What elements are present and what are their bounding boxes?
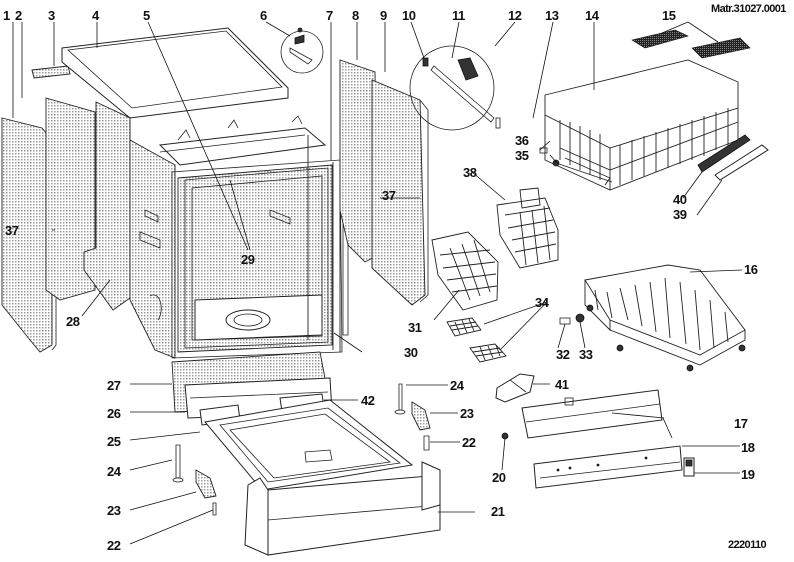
callout-7: 7 (326, 8, 333, 23)
part-spray-arms (697, 134, 769, 181)
part-cutlery-basket (496, 187, 559, 269)
reference-top: Matr.31027.0001 (711, 3, 786, 15)
callout-11: 11 (452, 8, 465, 23)
callout-15: 15 (662, 8, 676, 23)
callout-13: 13 (545, 8, 559, 23)
part-door-panel (171, 351, 333, 426)
callout-29: 29 (241, 252, 255, 267)
callout-37-left: 37 (5, 223, 19, 238)
callout-32: 32 (556, 347, 570, 362)
callout-25: 25 (107, 434, 121, 449)
callout-22-upper: 22 (462, 435, 476, 450)
part-clip-inset (280, 27, 324, 74)
callout-19: 19 (741, 467, 755, 482)
part-rail-inset (409, 45, 501, 131)
callout-38: 38 (463, 165, 477, 180)
callout-35: 35 (515, 148, 529, 163)
callout-24-lower: 24 (107, 464, 122, 479)
callout-21: 21 (491, 504, 505, 519)
part-switch (683, 457, 695, 477)
part-upper-basket (544, 59, 739, 191)
callout-33: 33 (579, 347, 593, 362)
part-worktop (61, 27, 289, 119)
callout-14: 14 (585, 8, 600, 23)
callout-40: 40 (673, 192, 687, 207)
callout-17: 17 (734, 416, 748, 431)
callout-1: 1 (3, 8, 10, 23)
callout-36: 36 (515, 133, 529, 148)
callout-30: 30 (404, 345, 418, 360)
reference-bottom: 2220110 (728, 539, 766, 551)
callout-10: 10 (402, 8, 416, 23)
callout-18: 18 (741, 440, 755, 455)
part-insulation-panel (45, 97, 96, 301)
callout-24-upper: 24 (450, 378, 465, 393)
callout-5: 5 (143, 8, 150, 23)
callout-9: 9 (380, 8, 387, 23)
part-door-tray (204, 399, 414, 491)
part-basket-rollers (539, 147, 613, 183)
callout-22-lower: 22 (107, 538, 121, 553)
part-small-basket (431, 231, 499, 311)
callout-3: 3 (48, 8, 55, 23)
callout-12: 12 (508, 8, 522, 23)
callout-20: 20 (492, 470, 506, 485)
callout-2: 2 (15, 8, 22, 23)
callout-42: 42 (361, 393, 375, 408)
callout-16: 16 (744, 262, 758, 277)
callout-41: 41 (555, 377, 569, 392)
part-tub-cabinet (129, 115, 343, 359)
part-small-racks (446, 317, 507, 363)
part-control-bracket (533, 445, 683, 489)
callout-39: 39 (673, 207, 687, 222)
part-side-panel-right (339, 59, 429, 306)
callout-labels: 1 2 3 4 5 6 7 8 9 10 11 12 13 14 15 16 1… (3, 8, 758, 553)
callout-37-right: 37 (382, 188, 396, 203)
leader-lines (12, 21, 743, 545)
callout-23-lower: 23 (107, 503, 121, 518)
callout-31: 31 (408, 320, 422, 335)
basket-tines (559, 108, 729, 185)
part-handle-cover (495, 373, 535, 403)
callout-4: 4 (92, 8, 100, 23)
callout-6: 6 (260, 8, 267, 23)
part-control-cover (521, 389, 663, 439)
part-kickplate (244, 461, 441, 556)
callout-8: 8 (352, 8, 359, 23)
callout-23-upper: 23 (460, 406, 474, 421)
part-lower-basket (584, 264, 746, 372)
part-cup-shelves (631, 29, 751, 59)
callout-34: 34 (535, 295, 550, 310)
callout-28: 28 (66, 314, 80, 329)
callout-26: 26 (107, 406, 121, 421)
callout-27: 27 (107, 378, 121, 393)
part-top-strip (31, 65, 71, 79)
part-feet (172, 383, 431, 516)
